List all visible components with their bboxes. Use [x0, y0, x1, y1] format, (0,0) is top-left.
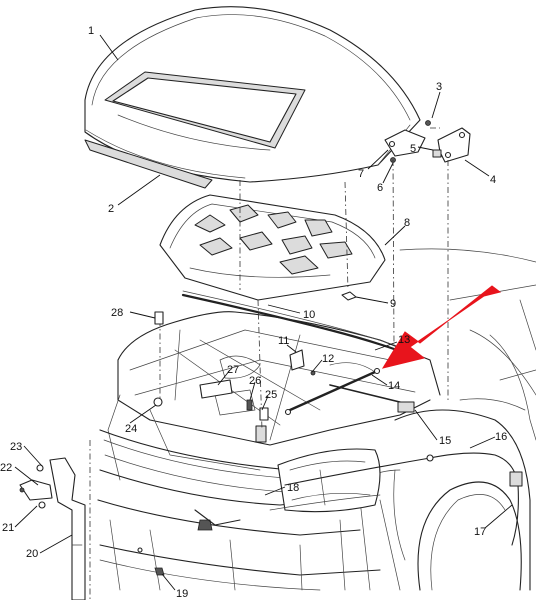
hood-front-seal	[84, 139, 213, 189]
hood-strut	[284, 367, 415, 416]
callout-18: 18	[287, 482, 299, 494]
hood-release-cable	[269, 452, 523, 546]
callout-labels: 1 2 3 4 5 6 7 8 9 10 11 12 13 14 15 16 1…	[0, 25, 507, 600]
callout-6: 6	[377, 182, 383, 194]
callout-12: 12	[322, 353, 334, 365]
callout-2: 2	[108, 203, 114, 215]
callout-16: 16	[495, 431, 507, 443]
callout-23: 23	[10, 441, 22, 453]
vehicle-body-outline	[399, 248, 536, 441]
latch-assembly	[194, 425, 267, 531]
hood-panel	[84, 6, 421, 183]
callout-9: 9	[390, 298, 396, 310]
callout-10: 10	[303, 309, 315, 321]
callout-11: 11	[278, 335, 289, 347]
leader-lines	[14, 34, 513, 591]
callout-3: 3	[436, 81, 442, 93]
callout-8: 8	[404, 217, 410, 229]
callout-28: 28	[111, 307, 123, 319]
front-grille-bumper	[97, 429, 381, 591]
callout-21: 21	[2, 522, 14, 534]
callout-22: 22	[0, 462, 12, 474]
callout-25: 25	[265, 389, 277, 401]
callout-17: 17	[474, 526, 486, 538]
callout-1: 1	[88, 25, 94, 37]
callout-14: 14	[388, 380, 400, 392]
callout-15: 15	[439, 435, 451, 447]
hood-rear-weatherstrip	[181, 290, 412, 357]
hood-insulator	[159, 194, 386, 301]
headlamp	[277, 448, 381, 513]
callout-20: 20	[26, 548, 38, 560]
callout-27: 27	[227, 364, 239, 376]
fasteners-and-small-parts	[153, 291, 357, 421]
engine-compartment-frame	[107, 311, 441, 481]
lower-fasteners	[137, 547, 165, 576]
callout-7: 7	[358, 168, 364, 180]
callout-4: 4	[490, 174, 496, 186]
callout-19: 19	[176, 588, 188, 600]
callout-13: 13	[398, 334, 410, 346]
highlight-arrow	[381, 285, 502, 369]
callout-26: 26	[249, 375, 261, 387]
hood-hinge-right	[425, 120, 471, 163]
hood-prop-rod-assembly	[19, 440, 91, 600]
callout-5: 5	[410, 143, 416, 155]
callout-24: 24	[125, 423, 137, 435]
